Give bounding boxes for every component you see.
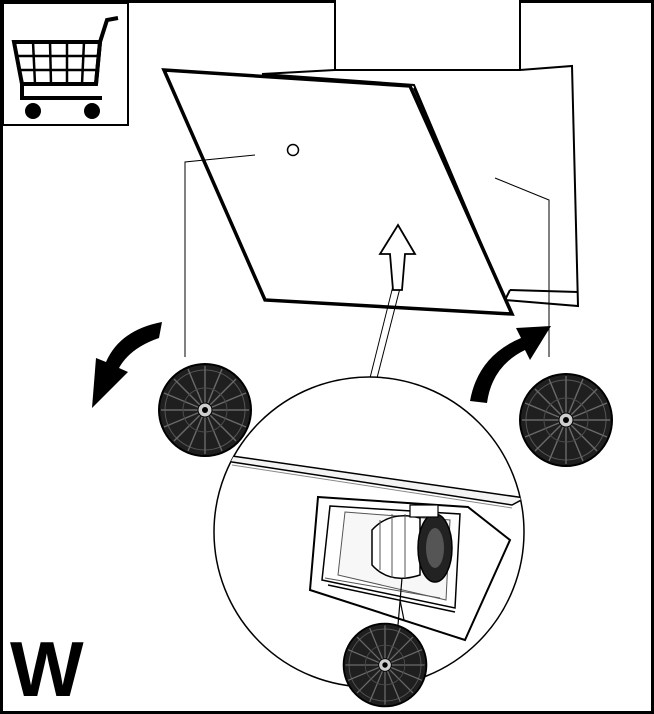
rotate-right-arrow-icon (470, 326, 551, 403)
carbon-filter-bottom (342, 622, 428, 708)
leader-lines (184, 154, 550, 379)
hood-chimney (334, 0, 521, 74)
zoom-detail-circle (213, 376, 525, 688)
hood-glass-panel (161, 68, 515, 316)
step-label: W (10, 625, 84, 713)
carbon-filter-left (158, 363, 252, 457)
shopping-cart-icon (2, 2, 129, 126)
panel-indicator-dot (286, 143, 300, 157)
rotate-left-arrow-icon (92, 322, 162, 408)
blower-motor (371, 504, 453, 583)
carbon-filter-right (519, 373, 613, 467)
up-arrow-icon (378, 223, 417, 291)
